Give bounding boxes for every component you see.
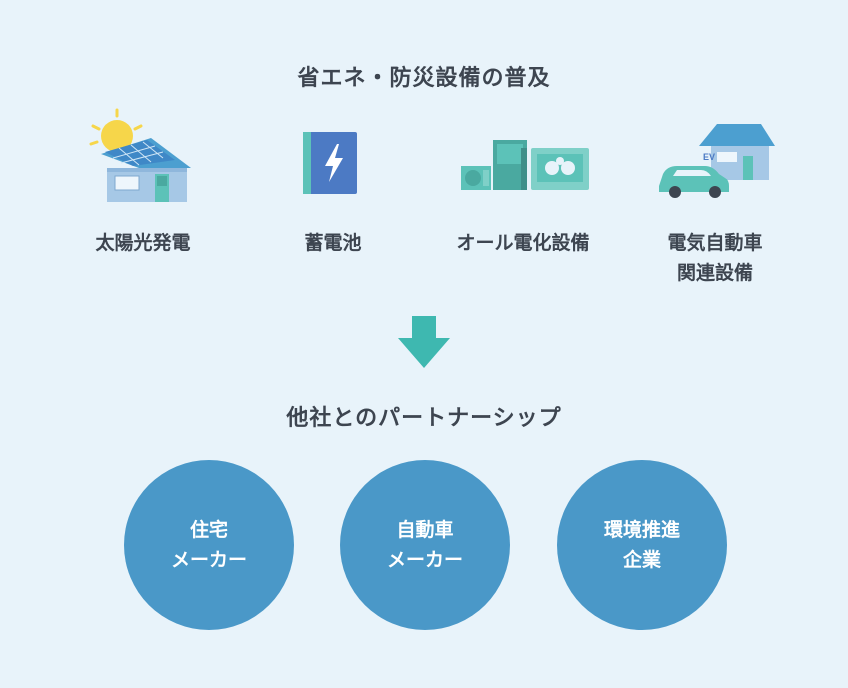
partner-circle: 住宅 メーカー: [124, 460, 294, 630]
partner-line: 自動車: [396, 519, 454, 541]
partner-line: 企業: [622, 549, 661, 571]
partner-line: メーカー: [170, 549, 247, 571]
ev-house-icon: EV: [659, 124, 775, 198]
equipment-label-multiline: 電気自動車 関連設備: [615, 228, 815, 288]
partner-circle: 自動車 メーカー: [340, 460, 510, 630]
top-title: 省エネ・防災設備の普及: [297, 66, 551, 91]
ev-badge: EV: [703, 152, 715, 162]
equipment-label-line: 関連設備: [676, 262, 753, 284]
down-arrow-icon: [398, 316, 450, 368]
bottom-title: 他社とのパートナーシップ: [286, 406, 562, 431]
partner-line: 環境推進: [603, 519, 680, 541]
battery-icon: [303, 132, 357, 194]
partner-line: メーカー: [386, 549, 463, 571]
equipment-label: 太陽光発電: [95, 232, 191, 254]
equipment-label: オール電化設備: [456, 232, 590, 254]
solar-house-icon: [89, 108, 191, 202]
equipment-label: 蓄電池: [304, 232, 362, 254]
equipment-label-line: 電気自動車: [667, 232, 763, 254]
appliances-icon: [461, 140, 589, 190]
partner-line: 住宅: [189, 519, 228, 541]
partner-circle: 環境推進 企業: [557, 460, 727, 630]
